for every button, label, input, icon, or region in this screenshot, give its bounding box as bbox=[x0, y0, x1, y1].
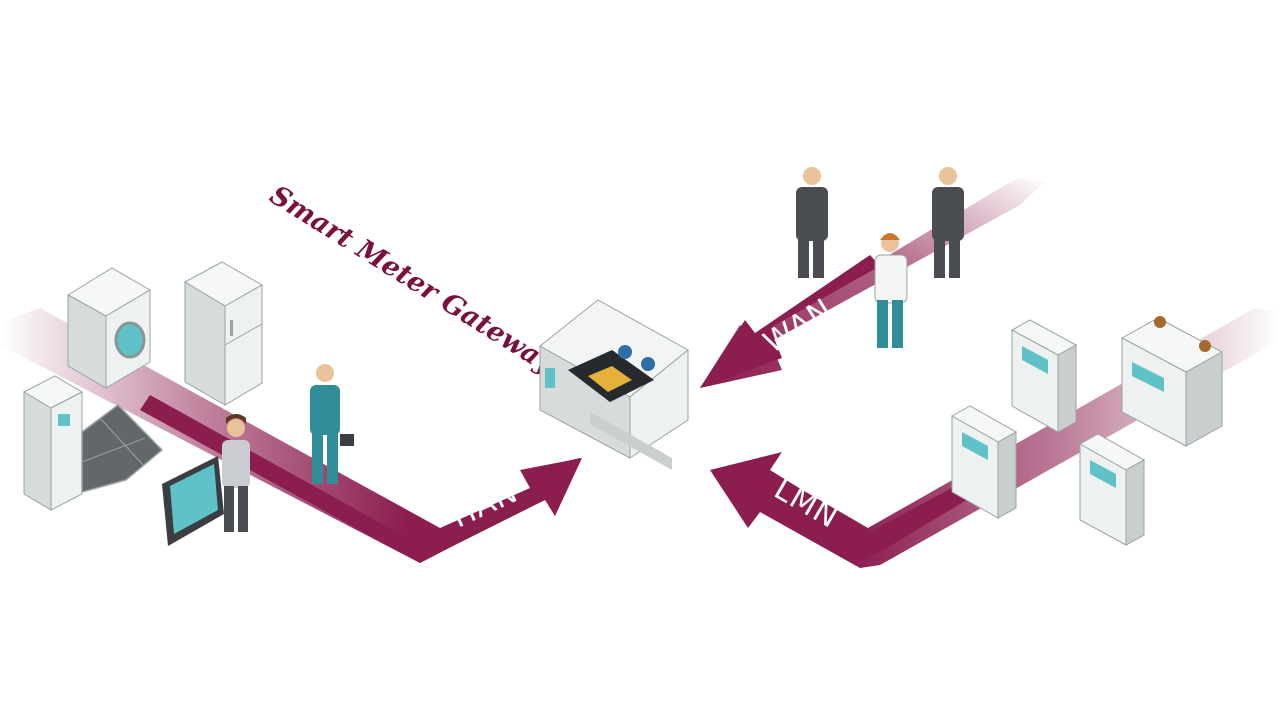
electric-meter-icon bbox=[1010, 319, 1078, 433]
person-icon bbox=[874, 233, 908, 348]
electric-meter-icon bbox=[950, 405, 1018, 519]
fridge-freezer-icon bbox=[22, 375, 84, 511]
washing-machine-icon bbox=[67, 267, 151, 389]
lmn-arrow bbox=[710, 308, 1280, 568]
solar-panel-icon bbox=[81, 404, 164, 493]
wan-label: WAN bbox=[758, 292, 839, 361]
business-person-icon bbox=[796, 167, 828, 278]
wan-arrow bbox=[700, 178, 1045, 388]
gas-meter-icon bbox=[1120, 316, 1224, 447]
technician-icon bbox=[310, 364, 354, 484]
fridge-icon bbox=[183, 261, 264, 406]
electric-meter-icon bbox=[1078, 433, 1146, 546]
business-person-icon bbox=[932, 167, 964, 278]
han-arrow bbox=[0, 308, 582, 563]
gateway-device-icon bbox=[539, 299, 689, 470]
diagram-title: Smart Meter Gateway bbox=[264, 180, 561, 382]
tablet-icon bbox=[162, 456, 224, 546]
person-icon bbox=[222, 414, 250, 532]
